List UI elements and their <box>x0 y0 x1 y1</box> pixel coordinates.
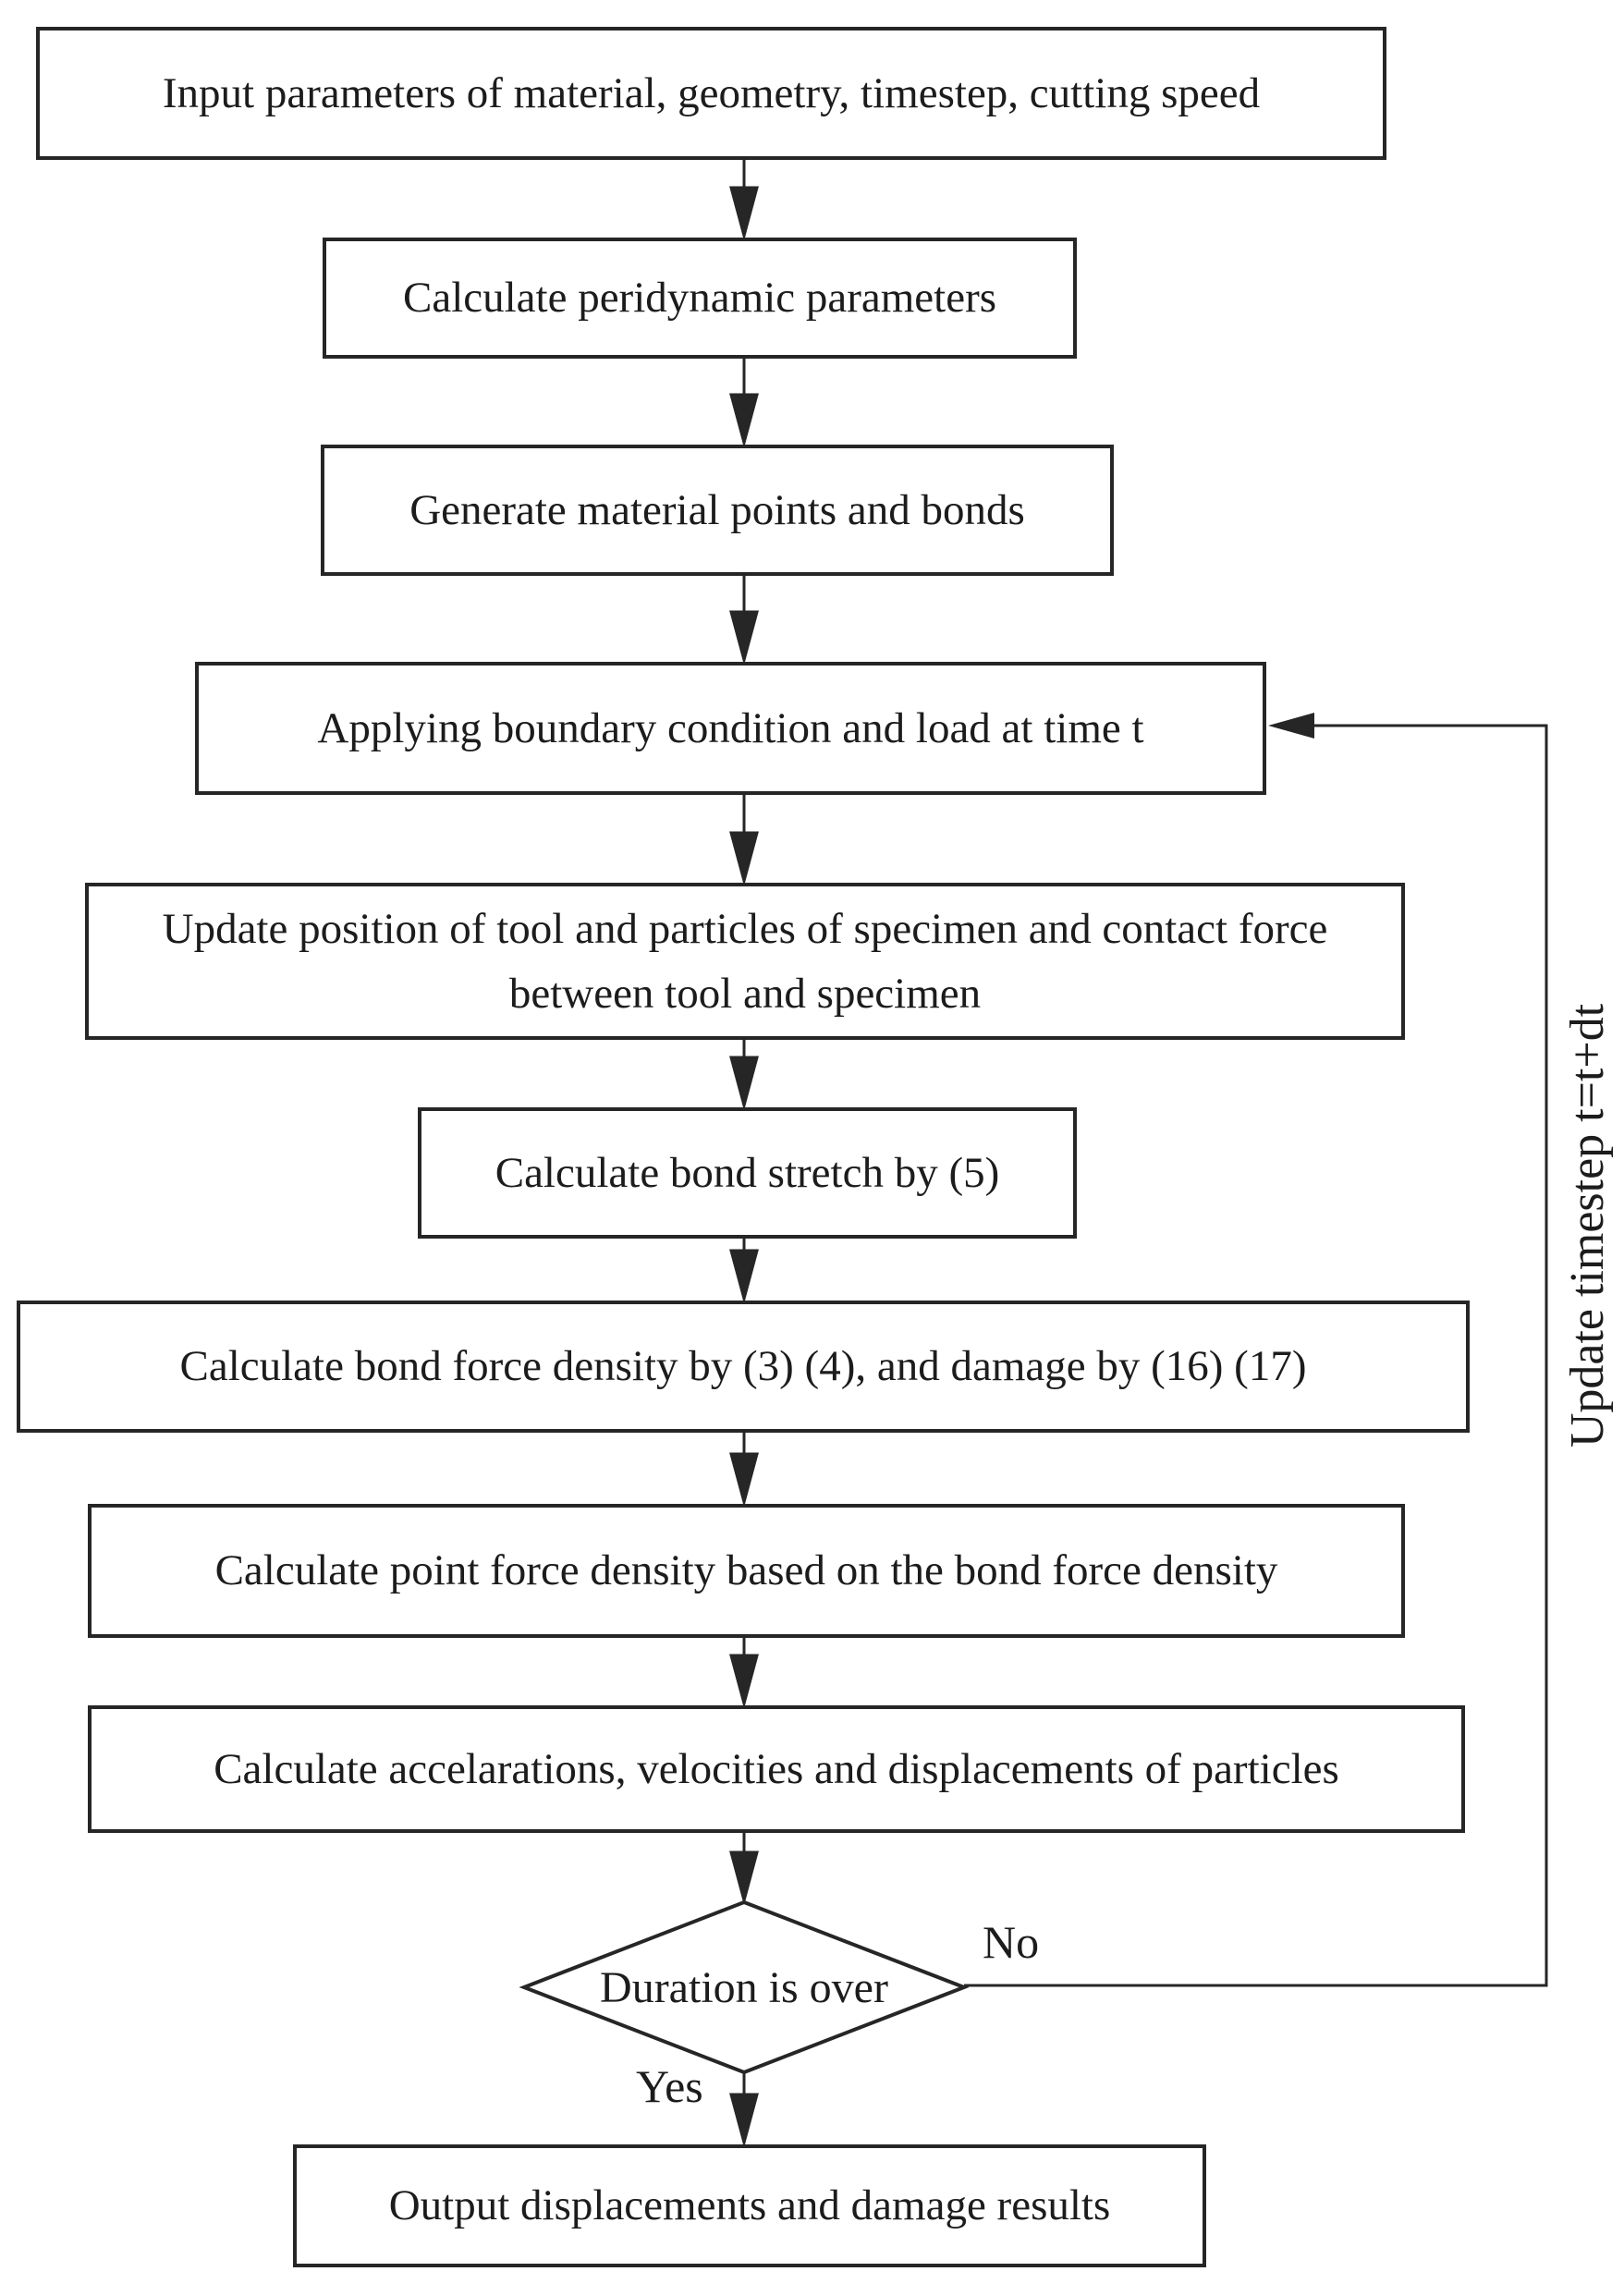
arrow-head-bondforce-to-pointforce <box>729 1452 759 1508</box>
loop-line-no-feedback <box>964 724 1548 1987</box>
flow-box-input-parameters: Input parameters of material, geometry, … <box>36 27 1386 160</box>
flow-box-apply-boundary-condition: Applying boundary condition and load at … <box>195 662 1266 795</box>
flow-box-generate-points-bonds: Generate material points and bonds <box>321 445 1114 576</box>
arrow-head-boundary-to-update <box>729 831 759 886</box>
edge-label-no: No <box>983 1916 1040 1968</box>
arrow-head-accel-to-decision <box>729 1850 759 1906</box>
decision-duration-label: Duration is over <box>600 1962 888 2012</box>
flow-box-calc-peridynamic-parameters: Calculate peridynamic parameters <box>323 238 1077 359</box>
arrow-head-update-to-stretch <box>729 1056 759 1111</box>
flow-box-calc-point-force: Calculate point force density based on t… <box>88 1504 1405 1638</box>
edge-label-yes: Yes <box>636 2060 703 2112</box>
loop-arrowhead-into-boundary <box>1268 713 1314 739</box>
flow-box-calc-bond-force-damage: Calculate bond force density by (3) (4),… <box>17 1301 1470 1433</box>
arrow-head-stretch-to-bondforce <box>729 1249 759 1304</box>
arrow-head-generate-to-boundary <box>729 610 759 666</box>
flow-box-calc-accelerations: Calculate accelarations, velocities and … <box>88 1705 1465 1833</box>
arrow-head-peridynamic-to-generate <box>729 393 759 448</box>
arrow-head-pointforce-to-accel <box>729 1654 759 1709</box>
flow-box-output-results: Output displacements and damage results <box>293 2144 1206 2267</box>
loop-timestep-label: Update timestep t=t+dt <box>1560 1003 1614 1448</box>
flow-box-update-positions-text: Update position of tool and particles of… <box>162 904 1328 1019</box>
flow-box-calc-bond-stretch: Calculate bond stretch by (5) <box>418 1107 1077 1239</box>
arrow-head-decision-yes-to-output <box>729 2093 759 2148</box>
flow-box-update-positions-contact-force: Update position of tool and particles of… <box>85 883 1405 1040</box>
decision-diamond-shape <box>519 1899 970 2075</box>
arrow-head-input-to-peridynamic <box>729 186 759 241</box>
